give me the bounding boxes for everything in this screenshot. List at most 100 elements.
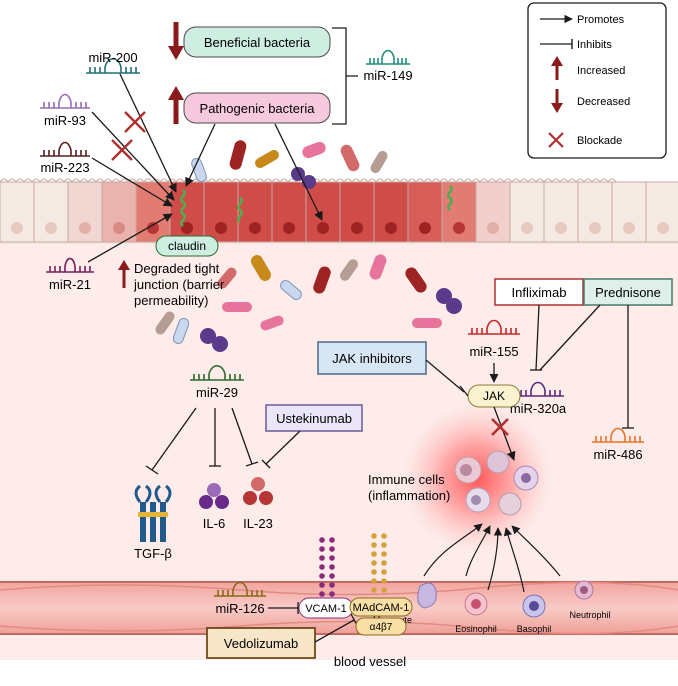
madcam1-label: MAdCAM-1 (353, 602, 410, 614)
coccus-icon (436, 288, 452, 304)
bacterium-icon (172, 317, 190, 345)
bacterium-icon (405, 267, 427, 293)
mir29-il23-line (231, 407, 253, 465)
ustekinumab-label: Ustekinumab (276, 411, 352, 426)
neutrophil-label: Neutrophil (569, 610, 610, 620)
jak-label: JAK (483, 389, 505, 403)
mir29-tgf-line (151, 407, 197, 471)
bacterium-icon (280, 280, 302, 300)
beneficial-bacteria-label: Beneficial bacteria (204, 35, 311, 50)
mir126-label: miR-126 (215, 601, 264, 616)
bacterium-icon (229, 140, 247, 170)
claudin-box (155, 235, 219, 257)
jak-immune-arrow (493, 406, 516, 461)
bacterium-icon (255, 150, 279, 168)
pathogenic-bacteria-label: Pathogenic bacteria (200, 101, 316, 116)
claudin-label: claudin (168, 239, 206, 253)
bacterium-icon (339, 259, 359, 281)
eosinophil-label: Eosinophil (455, 624, 497, 634)
mir93-label: miR-93 (44, 113, 86, 128)
bacteria-cluster (155, 140, 462, 352)
mirna-icon (46, 257, 94, 273)
mir200-label: miR-200 (88, 50, 137, 65)
bacterium-icon (251, 255, 271, 281)
legend: Promotes Inhibits Increased Decreased Bl… (527, 2, 667, 159)
immune-cells-label-2: (inflammation) (368, 488, 450, 503)
blockade-x-icon (111, 139, 133, 161)
tight-junction-line-2: junction (barrier (133, 277, 225, 292)
ustekinumab-line (265, 430, 301, 465)
bacterium-icon (302, 141, 326, 159)
mirna-icon (190, 364, 244, 381)
mir320a-label: miR-320a (510, 401, 567, 416)
increased-arrow-icon (551, 56, 563, 66)
jak-inhibitor-line (425, 359, 465, 393)
neutrophil-icon (574, 580, 594, 600)
decreased-arrow-icon (168, 46, 184, 60)
a4b7-box (355, 617, 407, 636)
bacterium-icon (412, 318, 442, 328)
beneficial-bacteria: Beneficial bacteria (168, 22, 331, 60)
decreased-arrow-icon (551, 103, 563, 113)
mirna-icon (366, 49, 410, 65)
il23-label: IL-23 (243, 516, 273, 531)
prednisone-box: Prednisone (583, 278, 673, 306)
increased-arrow-icon (118, 260, 130, 270)
immune-cells-cluster (454, 450, 539, 516)
madcam1-box (349, 597, 413, 617)
bracket (332, 27, 358, 125)
pathogenic-arrow-1 (185, 123, 216, 187)
infliximab-box: Infliximab (494, 278, 584, 306)
mirna-icon (592, 427, 644, 443)
vedolizumab-label: Vedolizumab (224, 636, 298, 651)
epithelium (0, 178, 678, 244)
vcam1-label: VCAM-1 (305, 603, 347, 615)
vedolizumab-line (314, 619, 355, 643)
il6-label: IL-6 (203, 516, 225, 531)
eosinophil-icon (464, 592, 488, 616)
mir155-label: miR-155 (469, 344, 518, 359)
bacterium-icon (155, 311, 175, 335)
prednisone-label: Prednisone (595, 285, 661, 300)
coccus-icon (212, 336, 228, 352)
jak-inhibitors-label: JAK inhibitors (332, 351, 412, 366)
mirna-icon (86, 57, 140, 74)
claudin-squiggle (237, 196, 243, 224)
claudin-squiggle (180, 188, 186, 228)
mirna-icon (214, 581, 266, 597)
pathogenic-bacteria: Pathogenic bacteria (168, 86, 331, 124)
madcam1-receptor-icon (371, 533, 387, 593)
legend-decreased: Decreased (577, 96, 630, 108)
prednisone-line-1 (539, 304, 601, 371)
mirna-icon (40, 93, 90, 109)
bacterium-icon (369, 254, 387, 280)
legend-promotes: Promotes (577, 14, 625, 26)
infliximab-line (535, 304, 540, 371)
ustekinumab-box: Ustekinumab (265, 404, 363, 432)
mir29-label: miR-29 (196, 385, 238, 400)
bacterium-icon (313, 266, 331, 294)
basophil-icon (522, 594, 546, 618)
tgf-beta-label: TGF-β (134, 546, 172, 561)
legend-blockade: Blockade (577, 135, 622, 147)
coccus-icon (446, 298, 462, 314)
blood-vessel-label: blood vessel (334, 654, 406, 669)
bacterium-icon (217, 267, 237, 289)
vcam1-receptor-icon (319, 537, 335, 597)
blockade-x-icon (548, 132, 564, 148)
legend-inhibits: Inhibits (577, 39, 612, 51)
bacterium-icon (191, 157, 207, 183)
immune-cells-label-1: Immune cells (368, 472, 445, 487)
mirna-icon (468, 319, 520, 335)
mir21-arrow (87, 213, 173, 263)
bacterium-icon (222, 302, 252, 312)
mir149-label: miR-149 (363, 68, 412, 83)
mir200-arrow (119, 73, 177, 193)
mir486-label: miR-486 (593, 447, 642, 462)
increased-arrow-icon (168, 86, 184, 100)
basophil-label: Basophil (517, 624, 552, 634)
blockade-x-icon (124, 111, 146, 133)
bacterium-icon (370, 150, 388, 174)
